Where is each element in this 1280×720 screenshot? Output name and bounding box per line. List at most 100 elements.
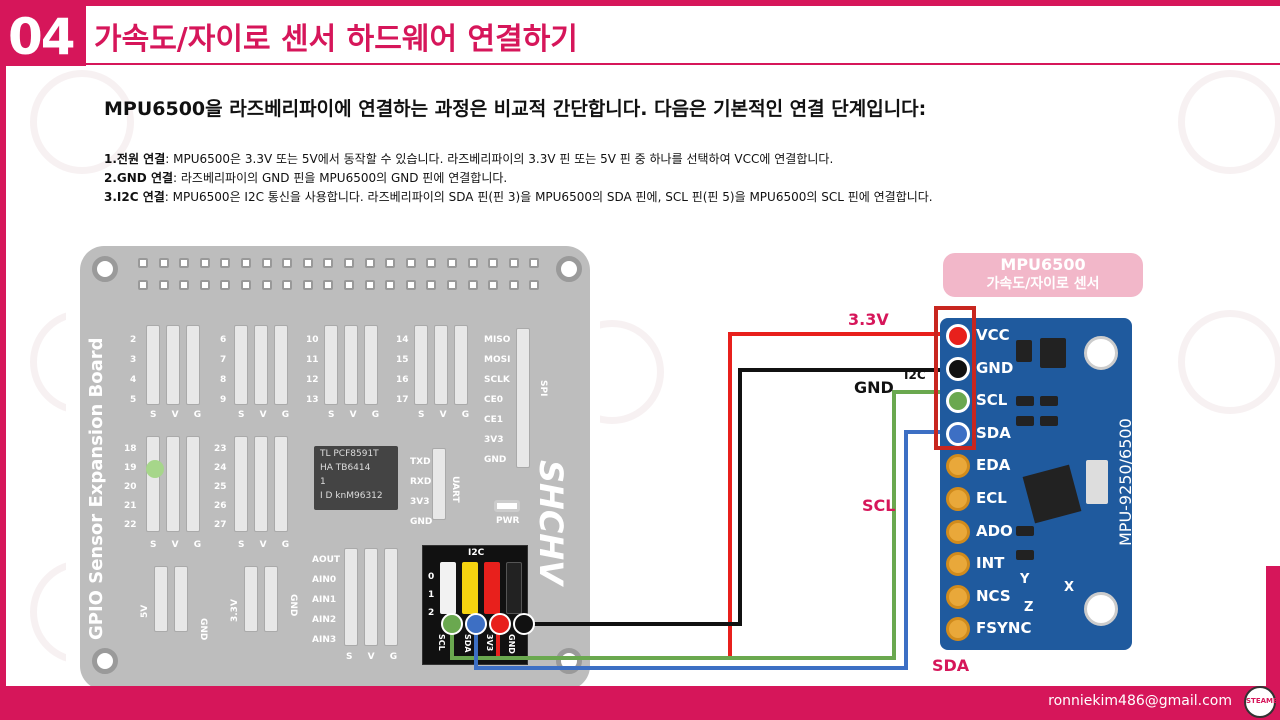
pad-ado: [946, 519, 970, 544]
smd-part: [1040, 338, 1066, 368]
gpio-pin: [302, 258, 313, 268]
gpio-pin: [447, 258, 457, 268]
axis-label: Y: [1020, 572, 1030, 587]
wire-label-sda: SDA: [932, 656, 970, 675]
gpio-pin: [323, 280, 334, 290]
gpio-pin: [508, 258, 519, 268]
gpio-pin: [488, 258, 499, 268]
gpio-pin: [241, 258, 251, 268]
spi-header: [516, 328, 530, 468]
svg-label: S V G: [150, 410, 208, 420]
pad-scl: [946, 389, 970, 414]
module-mounting-hole: [1084, 336, 1118, 370]
pwr-label: PWR: [496, 516, 520, 526]
gpio-pin: [405, 280, 416, 290]
header-column: [344, 325, 358, 405]
step-3: 3.I2C 연결: MPU6500은 I2C 통신을 사용합니다. 라즈베리파이…: [104, 188, 933, 205]
header-column: [166, 325, 180, 405]
smd-part: [1086, 460, 1108, 504]
smd-part: [1016, 340, 1032, 362]
watermark-logo: [1178, 70, 1280, 174]
gpio-pin: [261, 258, 272, 268]
gpio-pin: [199, 258, 210, 268]
steamedu-logo: STEAMEDU: [1244, 686, 1280, 718]
watermark-logo: [1178, 310, 1280, 414]
gpio-pin: [179, 280, 190, 290]
i2c-scl-column: [440, 562, 456, 614]
pad-vcc: [946, 324, 970, 348]
step-title: 2.GND 연결: [104, 171, 174, 185]
header-column: [264, 566, 278, 632]
i2c-gnd-column: [506, 562, 522, 614]
gpio-pin: [529, 280, 540, 290]
gpio-pin: [364, 258, 375, 268]
pad-label: INT: [976, 554, 1005, 573]
left-accent-border: [0, 66, 6, 686]
gpio-pin: [467, 258, 478, 268]
pad-label: VCC: [976, 326, 1010, 344]
step-text: : MPU6500은 3.3V 또는 5V에서 동작할 수 있습니다. 라즈베리…: [165, 152, 834, 166]
gpio-pin: [220, 258, 231, 268]
sensor-title: MPU6500: [1000, 255, 1086, 274]
mounting-hole: [556, 256, 582, 282]
header-column: [344, 548, 358, 646]
watermark-logo: [30, 70, 134, 174]
gpio-pin: [508, 280, 519, 290]
smd-part: [1040, 416, 1058, 426]
gpio-pin: [529, 258, 540, 268]
gpio-pin: [199, 280, 210, 290]
connected-pins-frame: [934, 306, 976, 450]
axis-label: X: [1064, 580, 1075, 595]
axis-label: Z: [1024, 600, 1034, 615]
pad-label: EDA: [976, 456, 1011, 475]
pad-label: SDA: [976, 423, 1011, 442]
svg-label: S V G: [328, 410, 386, 420]
wire-end-sda: [465, 613, 487, 635]
smd-part: [1016, 550, 1034, 560]
gpio-pin: [467, 280, 478, 290]
header-column: [154, 566, 168, 632]
header-column: [244, 566, 258, 632]
i2c-sda-column: [462, 562, 478, 614]
highlight-pin-19: [146, 460, 164, 478]
mounting-hole: [92, 256, 118, 282]
contact-email: ronniekim486@gmail.com: [1048, 693, 1232, 709]
gpio-pin: [138, 280, 148, 290]
header-column: [254, 325, 268, 405]
wire-end-3v3: [489, 613, 511, 635]
module-i2c-label: I2C: [904, 368, 926, 382]
pad-eda: [946, 454, 970, 479]
svg-label: S V G: [150, 540, 208, 550]
header-column: [186, 325, 200, 405]
sensor-subtitle: 가속도/자이로 센서: [986, 276, 1100, 292]
pad-int: [946, 552, 970, 577]
smd-part: [1016, 396, 1034, 406]
gpio-pin: [261, 280, 272, 290]
gpio-pin: [158, 258, 169, 268]
svg-label: S V G: [238, 540, 296, 550]
step-1: 1.전원 연결: MPU6500은 3.3V 또는 5V에서 동작할 수 있습니…: [104, 150, 833, 167]
header-column: [384, 548, 398, 646]
header-column: [146, 325, 160, 405]
header-column: [254, 436, 268, 532]
headline: MPU6500을 라즈베리파이에 연결하는 과정은 비교적 간단합니다. 다음은…: [104, 98, 927, 120]
gpio-pin: [385, 258, 396, 268]
step-2: 2.GND 연결: 라즈베리파이의 GND 핀을 MPU6500의 GND 핀에…: [104, 169, 507, 186]
gpio-pin: [364, 280, 375, 290]
module-print: MPU-9250/6500: [1116, 418, 1135, 546]
header-column: [234, 436, 248, 532]
wire-end-scl: [441, 613, 463, 635]
header-column: [186, 436, 200, 532]
smd-part: [1040, 396, 1058, 406]
gpio-pin: [385, 280, 396, 290]
header-column: [364, 548, 378, 646]
header-column: [324, 325, 338, 405]
